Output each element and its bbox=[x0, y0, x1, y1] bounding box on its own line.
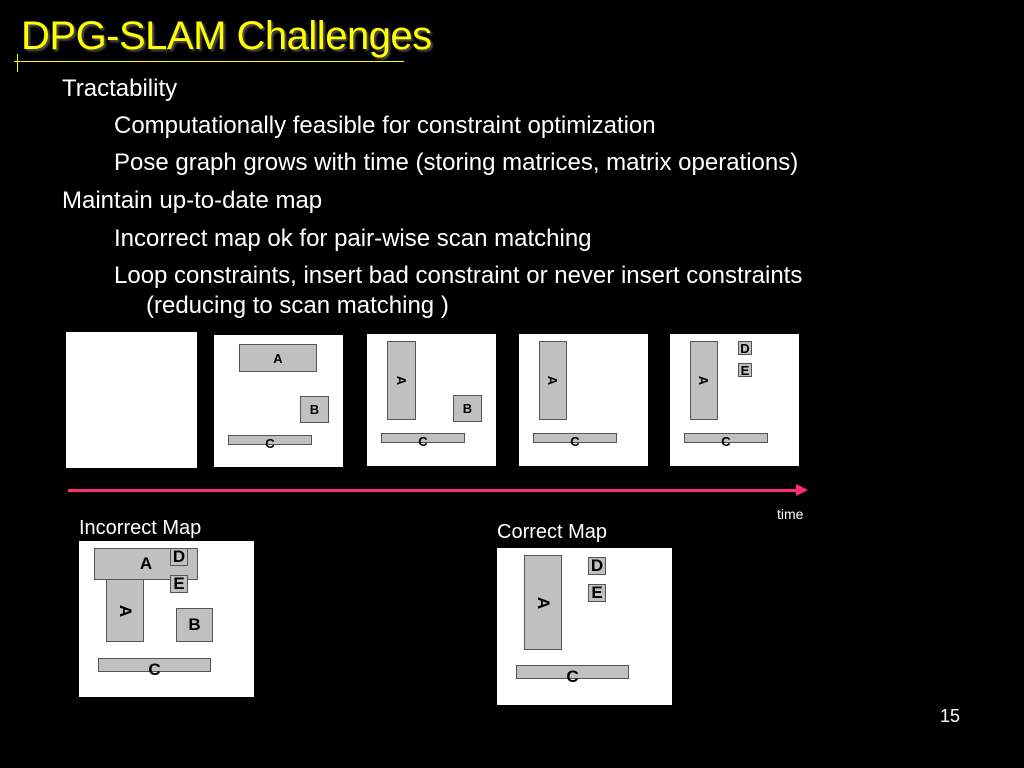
block-a-vertical: A bbox=[524, 555, 562, 650]
correct-map-panel: A D E C bbox=[497, 548, 672, 705]
block-b: B bbox=[300, 396, 329, 423]
block-c: C bbox=[516, 665, 629, 686]
block-a-label: A bbox=[545, 375, 561, 386]
block-c: C bbox=[533, 433, 617, 449]
block-a-vertical: A bbox=[106, 579, 144, 642]
block-a-vertical: A bbox=[387, 341, 416, 420]
slide-title: DPG-SLAM Challenges bbox=[21, 14, 432, 58]
bullet-tractability: Tractability bbox=[62, 75, 178, 102]
page-number: 15 bbox=[940, 706, 961, 726]
block-d: D bbox=[170, 547, 188, 566]
block-a-label: A bbox=[116, 604, 135, 617]
time-label: time bbox=[777, 506, 804, 522]
block-a: A bbox=[239, 344, 317, 372]
bullet-loop-constraints-continued: (reducing to scan matching ) bbox=[146, 292, 449, 319]
bullet-computationally-feasible: Computationally feasible for constraint … bbox=[114, 112, 656, 139]
block-a-label: A bbox=[393, 375, 409, 386]
bullet-maintain-map: Maintain up-to-date map bbox=[62, 187, 323, 214]
timeline-frame-3: A B C bbox=[367, 334, 496, 466]
title-crosshair-mark bbox=[17, 54, 18, 72]
incorrect-map-caption: Incorrect Map bbox=[79, 517, 202, 539]
timeline-frame-1 bbox=[66, 332, 197, 468]
bullet-incorrect-map-ok: Incorrect map ok for pair-wise scan matc… bbox=[114, 225, 592, 252]
incorrect-map-panel: A A D E B C bbox=[79, 541, 254, 697]
time-arrow-line bbox=[68, 489, 798, 492]
bullet-pose-graph-grows: Pose graph grows with time (storing matr… bbox=[114, 149, 799, 176]
title-underline bbox=[14, 61, 404, 62]
block-d: D bbox=[738, 341, 752, 356]
block-a-vertical: A bbox=[690, 341, 718, 420]
block-b: B bbox=[453, 395, 482, 422]
block-d: D bbox=[588, 556, 606, 575]
timeline-frame-5: A D E C bbox=[670, 334, 799, 466]
block-c: C bbox=[684, 433, 768, 449]
bullet-loop-constraints: Loop constraints, insert bad constraint … bbox=[114, 262, 803, 289]
timeline-frame-4: A C bbox=[519, 334, 648, 466]
time-arrow-head bbox=[796, 484, 808, 496]
block-c: C bbox=[98, 658, 211, 679]
block-c: C bbox=[228, 435, 312, 451]
correct-map-caption: Correct Map bbox=[497, 521, 608, 543]
timeline-frame-2: A B C bbox=[214, 335, 343, 467]
block-e: E bbox=[170, 574, 188, 593]
block-a-label: A bbox=[534, 596, 553, 609]
block-e: E bbox=[738, 363, 752, 378]
block-a-label: A bbox=[696, 375, 712, 386]
block-a-vertical: A bbox=[539, 341, 567, 420]
block-e: E bbox=[588, 583, 606, 602]
block-b: B bbox=[176, 608, 213, 642]
block-c: C bbox=[381, 433, 465, 449]
